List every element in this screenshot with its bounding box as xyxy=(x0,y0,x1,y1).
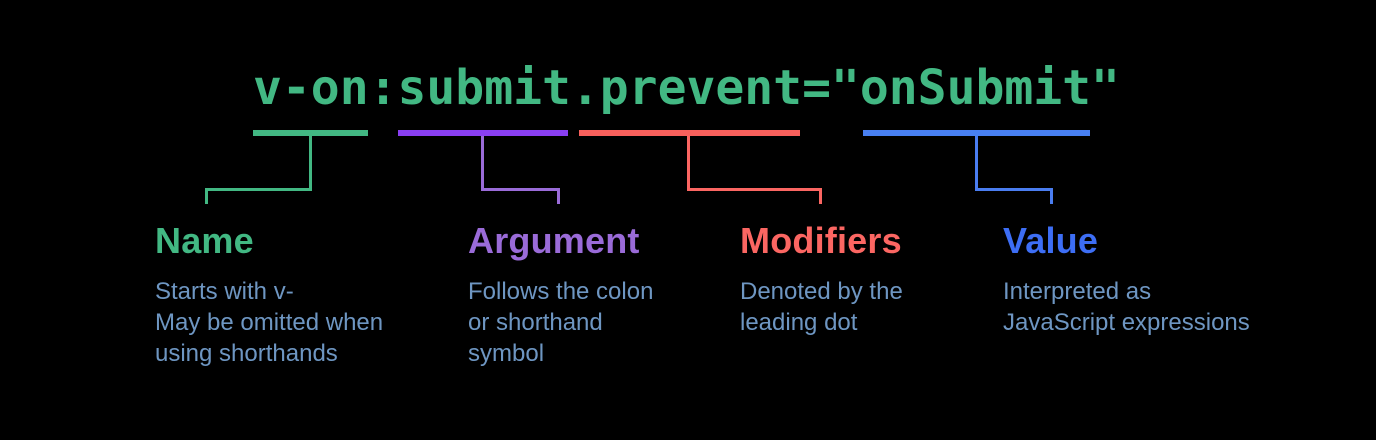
argument-connector-elbow xyxy=(481,188,560,191)
modifiers-connector-elbow xyxy=(687,188,822,191)
argument-connector-drop xyxy=(557,188,560,204)
name-connector-drop xyxy=(205,188,208,204)
value-connector-drop xyxy=(1050,188,1053,204)
name-underline-bar xyxy=(253,130,368,136)
value-description: Interpreted as JavaScript expressions xyxy=(1003,278,1250,336)
name-description: Starts with v- May be omitted when using… xyxy=(155,278,384,367)
code-line: v-on:submit.prevent="onSubmit" xyxy=(253,60,1120,116)
value-label: Value xyxy=(1003,220,1099,261)
argument-description: Follows the colon or shorthand symbol xyxy=(468,278,654,367)
modifiers-connector-stem xyxy=(687,136,690,188)
name-connector-stem xyxy=(309,136,312,188)
argument-connector-stem xyxy=(481,136,484,188)
modifiers-label: Modifiers xyxy=(740,220,902,261)
modifiers-underline-bar xyxy=(579,130,800,136)
value-connector-elbow xyxy=(975,188,1053,191)
name-label: Name xyxy=(155,220,254,261)
value-underline-bar xyxy=(863,130,1090,136)
argument-underline-bar xyxy=(398,130,568,136)
name-connector-elbow xyxy=(205,188,312,191)
modifiers-connector-drop xyxy=(819,188,822,204)
argument-label: Argument xyxy=(468,220,640,261)
modifiers-description: Denoted by the leading dot xyxy=(740,278,903,336)
value-connector-stem xyxy=(975,136,978,188)
